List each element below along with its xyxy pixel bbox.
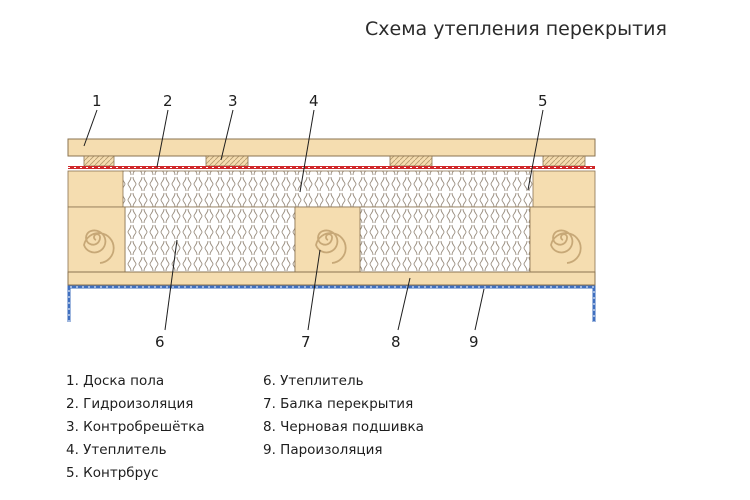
legend-item-2: 2. Гидроизоляция [66, 396, 194, 412]
insulation-top [121, 170, 536, 208]
counter-batten [205, 155, 249, 167]
callout-3: 3 [228, 92, 238, 110]
page-title: Схема утепления перекрытия [365, 18, 667, 40]
callout-4: 4 [309, 92, 319, 110]
callout-1: 1 [92, 92, 102, 110]
counter-batten [389, 155, 433, 167]
counter-batten [83, 155, 115, 167]
legend-item-3: 3. Контробрешётка [66, 419, 205, 435]
floor-beam-middle [294, 206, 361, 273]
vapor-barrier [67, 285, 596, 322]
legend-item-9: 9. Пароизоляция [263, 442, 383, 458]
legend-item-8: 8. Черновая подшивка [263, 419, 424, 435]
insulation-left-bay [124, 206, 296, 273]
legend-right: 6. Утеплитель 7. Балка перекрытия 8. Чер… [263, 370, 424, 462]
floor-beam-left [67, 206, 126, 273]
legend-item-4: 4. Утеплитель [66, 442, 167, 458]
legend-item-5: 5. Контрбрус [66, 465, 159, 481]
callout-9: 9 [469, 333, 479, 351]
callout-8: 8 [391, 333, 401, 351]
legend-left: 1. Доска пола 2. Гидроизоляция 3. Контро… [66, 370, 205, 485]
rough-sub-ceiling [67, 271, 596, 286]
callout-7: 7 [301, 333, 311, 351]
callout-2: 2 [163, 92, 173, 110]
callout-5: 5 [538, 92, 548, 110]
floor-beam-right [529, 206, 596, 273]
counter-beam-left [67, 170, 124, 208]
legend-item-1: 1. Доска пола [66, 373, 165, 389]
callout-6: 6 [155, 333, 165, 351]
counter-batten [542, 155, 586, 167]
legend-item-6: 6. Утеплитель [263, 373, 364, 389]
floor-board [67, 138, 596, 157]
legend-item-7: 7. Балка перекрытия [263, 396, 414, 412]
leader-lines [83, 109, 544, 331]
insulation-right-bay [359, 206, 531, 273]
counter-beam-right [532, 170, 596, 208]
